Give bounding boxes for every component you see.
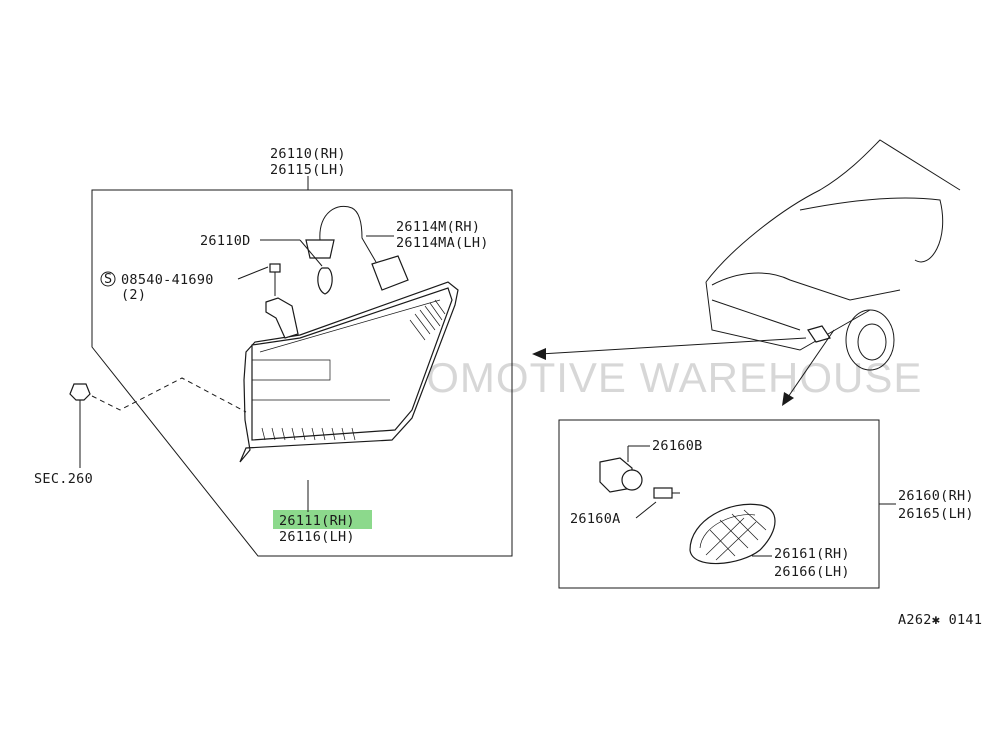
marker-bulb [653,487,680,499]
lens-rh-label[interactable]: 26111(RH) [279,513,355,529]
bulb-label[interactable]: 26110D [200,233,251,249]
clip [69,383,91,468]
socket-rh-label[interactable]: 26114M(RH) [396,219,480,235]
screw-symbol: S [104,271,112,287]
marker-socket-label[interactable]: 26160B [652,438,703,454]
main-assembly-frame [91,189,513,557]
watermark-text: AUTOMOTIVE WAREHOUSE [340,354,922,401]
watermark: AUTOMOTIVE WAREHOUSE [251,344,922,403]
side-marker-rh-label[interactable]: 26160(RH) [898,488,974,504]
screw-qty-label: (2) [121,287,146,303]
car-illustration [705,139,961,371]
section-reference[interactable]: SEC.260 [34,471,93,487]
side-marker-lh-label[interactable]: 26165(LH) [898,506,974,522]
marker-lens-rh-label[interactable]: 26161(RH) [774,546,850,562]
marker-lens-lh-label[interactable]: 26166(LH) [774,564,850,580]
screw-spec-icon [100,271,116,287]
corner-lamp-housing [239,281,459,463]
callout-arrows [532,329,835,406]
marker-bulb-label[interactable]: 26160A [570,511,621,527]
screw-part-label[interactable]: 08540-41690 [121,272,214,288]
diagram-code: A262✱ 0141 [898,612,982,628]
socket-harness [305,205,409,295]
assembly-rh-label[interactable]: 26110(RH) [270,146,346,162]
lens-lh-label[interactable]: 26116(LH) [279,529,355,545]
assembly-lh-label[interactable]: 26115(LH) [270,162,346,178]
socket-lh-label[interactable]: 26114MA(LH) [396,235,489,251]
highlight-box [273,510,372,529]
marker-socket [599,457,643,493]
marker-lens [689,503,776,565]
screw [269,263,281,296]
